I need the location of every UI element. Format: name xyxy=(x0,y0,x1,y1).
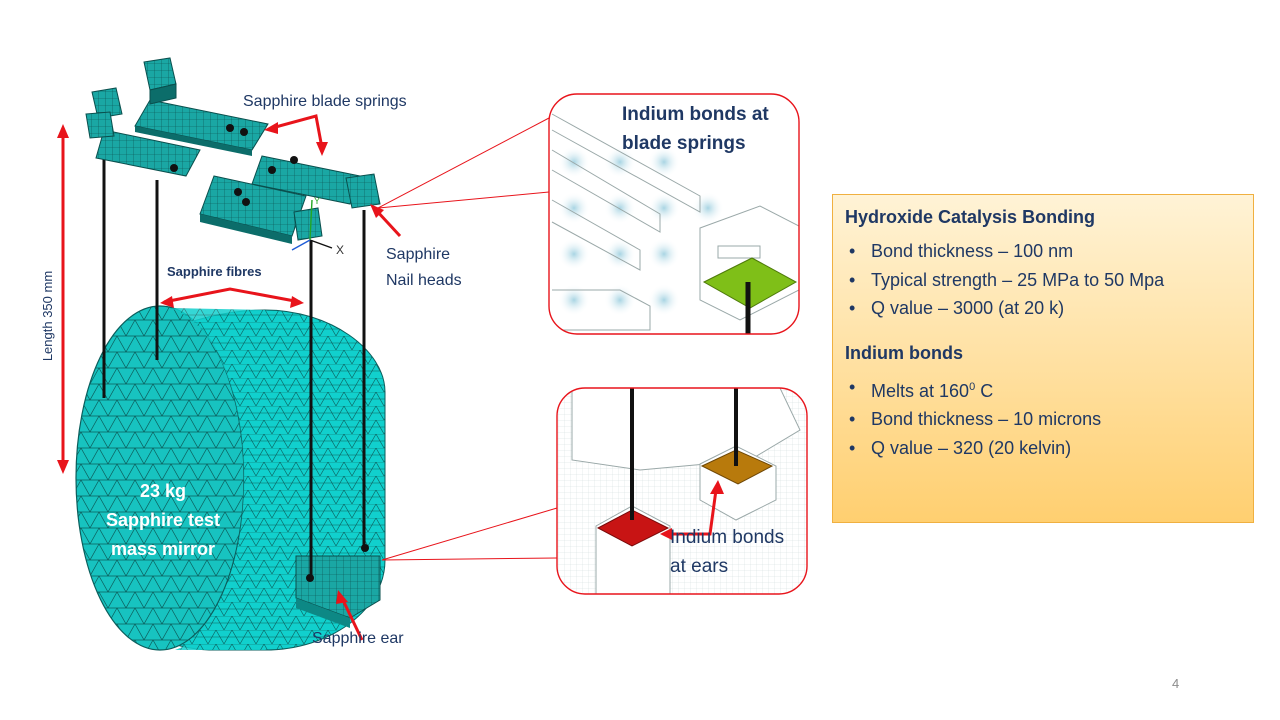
indium-list: Melts at 1600 C Bond thickness – 10 micr… xyxy=(845,373,1241,463)
test-mass-cylinder xyxy=(75,305,386,651)
label-ear: Sapphire ear xyxy=(312,630,404,647)
inset-bottom-title-line1: Indium bonds xyxy=(670,527,784,548)
hcb-list: Bond thickness – 100 nm Typical strength… xyxy=(845,237,1241,323)
melts-prefix: Melts at 160 xyxy=(871,380,970,401)
indium-title: Indium bonds xyxy=(845,342,963,363)
nail-heads-arrow xyxy=(374,208,402,238)
bonding-info-box: Hydroxide Catalysis Bonding Bond thickne… xyxy=(832,194,1254,523)
inset-blade-springs: Indium bonds at blade springs xyxy=(548,93,800,335)
annotation-arrows xyxy=(57,114,402,641)
list-item: Q value – 3000 (at 20 k) xyxy=(849,294,1241,323)
label-blade-springs: Sapphire blade springs xyxy=(243,93,407,110)
label-nail-heads-line2: Nail heads xyxy=(386,272,462,289)
sapphire-fibres xyxy=(102,146,366,580)
axis-x-label: X xyxy=(336,243,344,257)
nail-head-cubes xyxy=(85,57,381,241)
label-mass-line3: mass mirror xyxy=(111,539,215,559)
fibres-arrow xyxy=(163,287,301,304)
hcb-title: Hydroxide Catalysis Bonding xyxy=(845,207,1096,227)
page-number: 4 xyxy=(1172,676,1180,691)
label-length: Length 350 mm xyxy=(40,271,55,361)
list-item: Bond thickness – 100 nm xyxy=(849,237,1241,266)
inset-ears: Indium bonds at ears xyxy=(556,387,808,595)
ear-arrow xyxy=(340,597,364,641)
blade-springs xyxy=(95,99,361,244)
list-item: Bond thickness – 10 microns xyxy=(849,405,1241,434)
inset-top-title-line1: Indium bonds at xyxy=(622,104,769,125)
inset-top-title-line2: blade springs xyxy=(622,133,746,154)
label-nail-heads-line1: Sapphire xyxy=(386,246,450,263)
blade-springs-arrow xyxy=(271,114,324,149)
axis-y-label: Y xyxy=(314,196,320,206)
inset-connectors xyxy=(377,117,558,561)
axis-triad: X Y xyxy=(291,196,344,257)
list-item: Q value – 320 (20 kelvin) xyxy=(849,434,1241,463)
melts-superscript: 0 xyxy=(969,380,976,393)
label-fibres: Sapphire fibres xyxy=(167,264,262,279)
list-item: Melts at 1600 C xyxy=(849,373,1241,406)
label-mass-line2: Sapphire test xyxy=(106,510,220,530)
label-mass-line1: 23 kg xyxy=(140,481,186,501)
inset-bottom-title-line2: at ears xyxy=(670,556,728,577)
list-item: Typical strength – 25 MPa to 50 Mpa xyxy=(849,266,1241,295)
melts-suffix: C xyxy=(975,380,994,401)
